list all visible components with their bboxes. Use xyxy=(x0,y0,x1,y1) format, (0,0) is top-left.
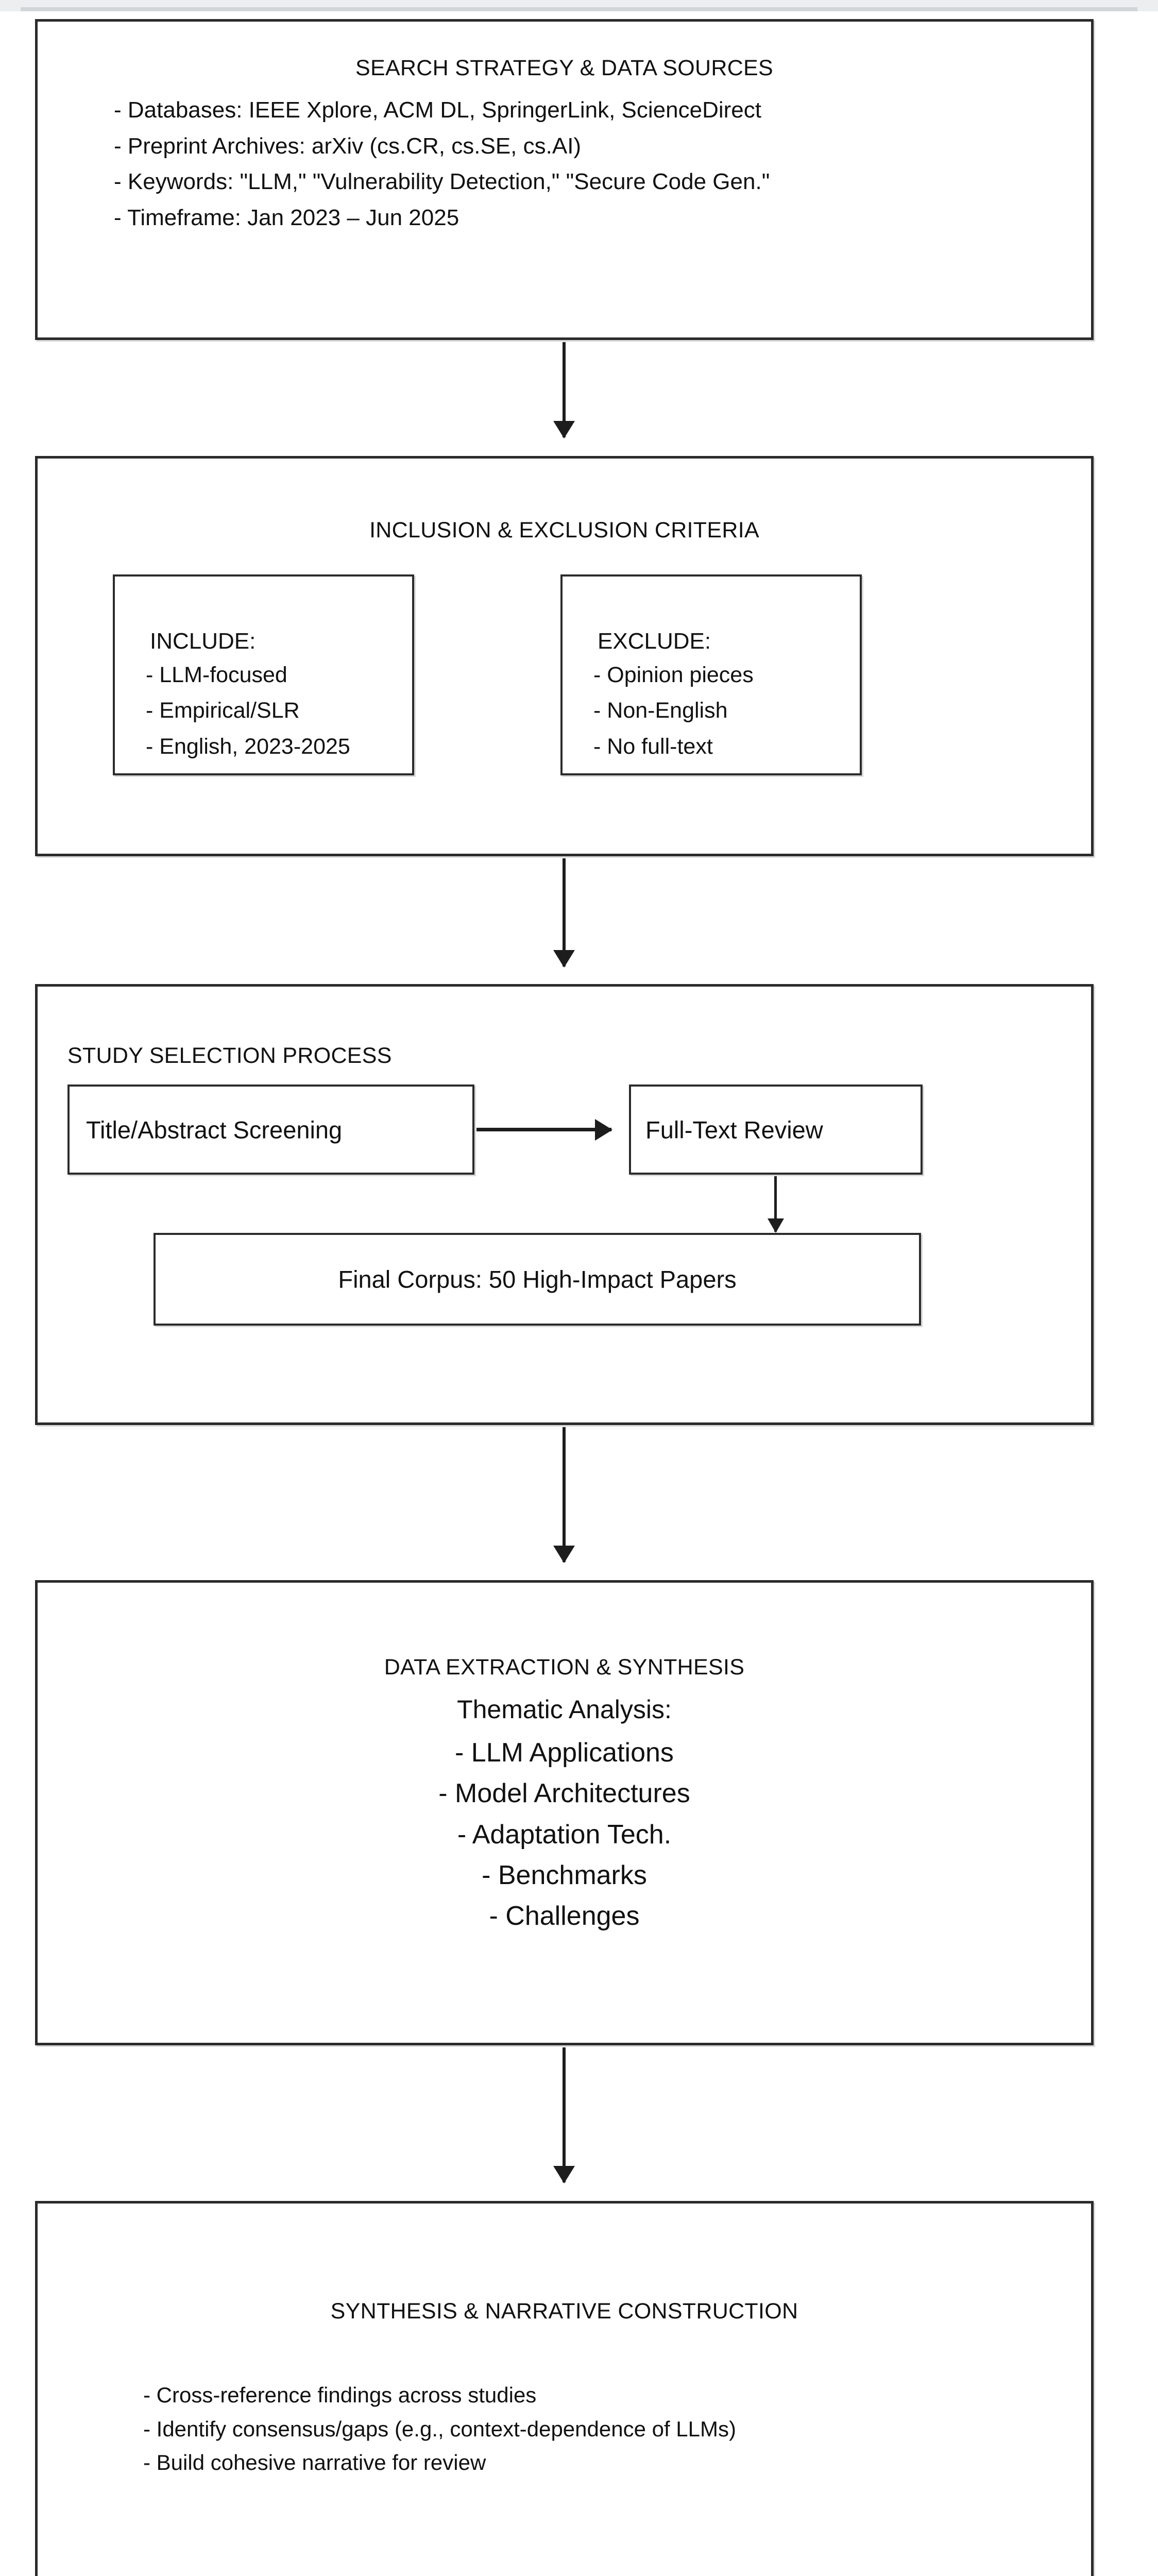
list-item: - Adaptation Tech. xyxy=(457,1819,672,1850)
node-title: SYNTHESIS & NARRATIVE CONSTRUCTION xyxy=(330,2299,798,2324)
list-item: - Empirical/SLR xyxy=(146,698,300,723)
step-label: Final Corpus: 50 High-Impact Papers xyxy=(338,1265,737,1293)
flow-node-synthesis-narrative[interactable]: SYNTHESIS & NARRATIVE CONSTRUCTION - Cro… xyxy=(35,2201,1094,2576)
list-item: - Keywords: "LLM," "Vulnerability Detect… xyxy=(114,169,770,195)
step-title-abstract-screening[interactable]: Title/Abstract Screening xyxy=(67,1084,474,1175)
arrowhead-down-icon xyxy=(767,1218,784,1233)
list-item: - No full-text xyxy=(593,734,713,759)
flow-node-search-strategy[interactable]: SEARCH STRATEGY & DATA SOURCES - Databas… xyxy=(35,19,1094,340)
list-item: - Non-English xyxy=(593,698,728,723)
list-item: - LLM Applications xyxy=(455,1738,674,1768)
list-item: - Cross-reference findings across studie… xyxy=(143,2383,537,2408)
list-item: - LLM-focused xyxy=(146,662,287,687)
connector-arrow-screening-to-fulltext xyxy=(476,1118,612,1141)
arrowhead-right-icon xyxy=(595,1118,612,1141)
step-final-corpus[interactable]: Final Corpus: 50 High-Impact Papers xyxy=(154,1233,921,1326)
page-top-strip xyxy=(0,0,1158,11)
list-item: - Challenges xyxy=(489,1901,640,1931)
connector-arrow-2 xyxy=(553,858,575,968)
list-item: - Model Architectures xyxy=(438,1778,690,1809)
node-bullet-list: - Databases: IEEE Xplore, ACM DL, Spring… xyxy=(38,92,1091,235)
flow-node-study-selection[interactable]: STUDY SELECTION PROCESS Title/Abstract S… xyxy=(35,984,1094,1425)
connector-arrow-4 xyxy=(553,2047,575,2183)
thematic-analysis-list: - LLM Applications - Model Architectures… xyxy=(38,1733,1091,1936)
include-list: - LLM-focused - Empirical/SLR - English,… xyxy=(146,657,412,765)
list-item: - Databases: IEEE Xplore, ACM DL, Spring… xyxy=(114,97,761,123)
arrowhead-down-icon xyxy=(553,2166,575,2183)
criteria-include-box[interactable]: INCLUDE: - LLM-focused - Empirical/SLR -… xyxy=(113,574,414,775)
include-heading: INCLUDE: xyxy=(150,629,256,654)
arrowhead-down-icon xyxy=(553,421,575,438)
flow-node-criteria[interactable]: INCLUSION & EXCLUSION CRITERIA INCLUDE: … xyxy=(35,456,1094,856)
exclude-list: - Opinion pieces - Non-English - No full… xyxy=(593,657,860,765)
list-item: - Opinion pieces xyxy=(593,662,754,687)
arrowhead-down-icon xyxy=(553,1546,575,1563)
exclude-heading: EXCLUDE: xyxy=(598,629,711,654)
node-title: STUDY SELECTION PROCESS xyxy=(67,1043,392,1068)
flow-node-data-extraction[interactable]: DATA EXTRACTION & SYNTHESIS Thematic Ana… xyxy=(35,1580,1094,2045)
list-item: - Build cohesive narrative for review xyxy=(143,2450,486,2475)
list-item: - Preprint Archives: arXiv (cs.CR, cs.SE… xyxy=(114,133,582,159)
thematic-analysis-heading: Thematic Analysis: xyxy=(457,1695,672,1724)
node-title: DATA EXTRACTION & SYNTHESIS xyxy=(384,1655,745,1680)
list-item: - English, 2023-2025 xyxy=(146,734,350,759)
connector-arrow-fulltext-to-corpus xyxy=(767,1176,784,1233)
step-label: Full-Text Review xyxy=(645,1116,823,1143)
page-top-rule xyxy=(21,7,1137,11)
list-item: - Benchmarks xyxy=(482,1860,647,1890)
list-item: - Identify consensus/gaps (e.g., context… xyxy=(143,2416,737,2441)
step-label: Title/Abstract Screening xyxy=(86,1116,343,1143)
node-bullet-list: - Cross-reference findings across studie… xyxy=(38,2378,1091,2479)
connector-arrow-3 xyxy=(553,1427,575,1563)
node-title: INCLUSION & EXCLUSION CRITERIA xyxy=(369,518,759,543)
criteria-exclude-box[interactable]: EXCLUDE: - Opinion pieces - Non-English … xyxy=(560,574,862,775)
node-title: SEARCH STRATEGY & DATA SOURCES xyxy=(355,56,774,80)
arrowhead-down-icon xyxy=(553,950,575,968)
list-item: - Timeframe: Jan 2023 – Jun 2025 xyxy=(114,205,459,230)
step-full-text-review[interactable]: Full-Text Review xyxy=(629,1084,923,1175)
connector-arrow-1 xyxy=(553,342,575,438)
